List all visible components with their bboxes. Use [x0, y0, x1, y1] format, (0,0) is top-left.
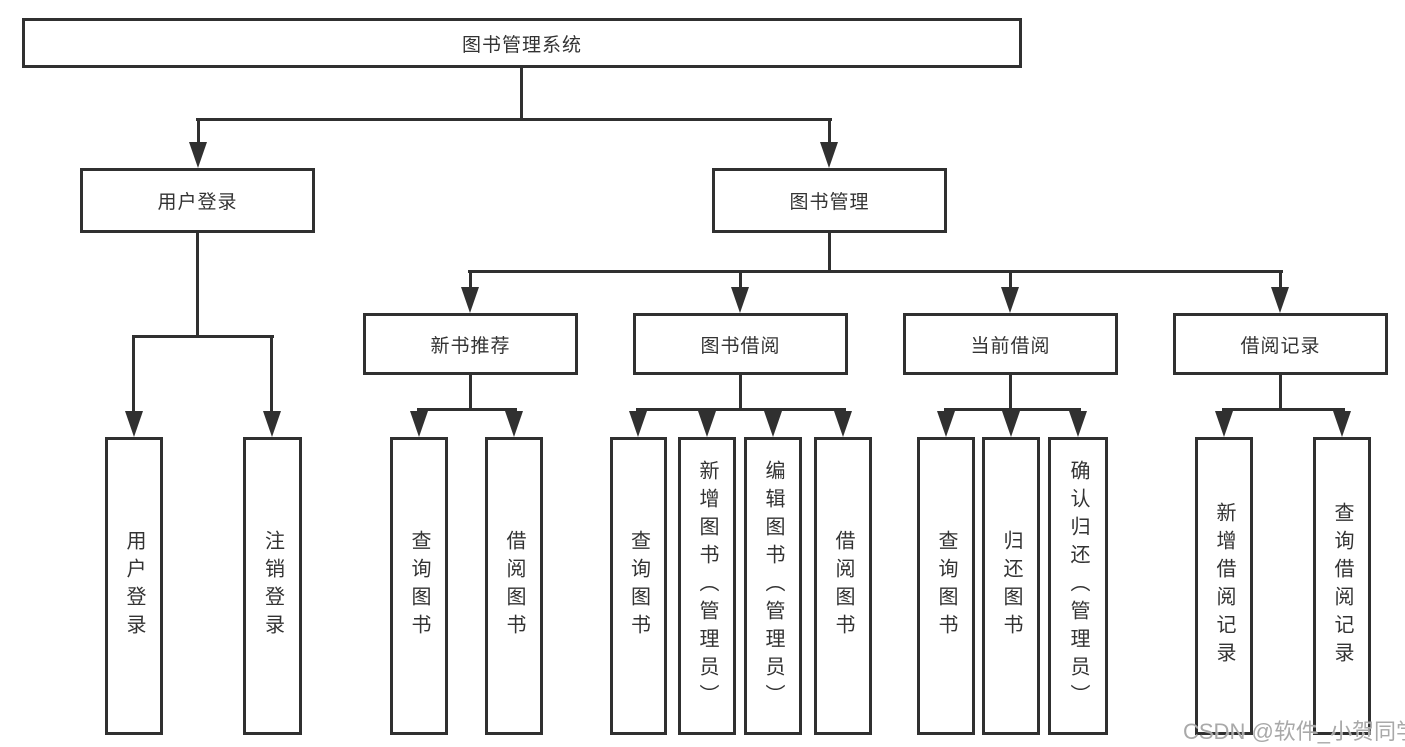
node-current-borrow: 当前借阅 — [903, 313, 1118, 375]
arrow-down-icon — [1001, 287, 1019, 313]
connector-line — [1222, 408, 1345, 411]
node-label: 借阅图书 — [832, 530, 854, 642]
node-label: 编辑图书（管理员） — [762, 460, 784, 712]
node-label: 图书管理 — [789, 192, 870, 213]
arrow-down-icon — [505, 411, 523, 437]
node-leaf-borrow-query-book: 查询图书 — [610, 437, 667, 735]
node-book-borrow: 图书借阅 — [633, 313, 848, 375]
node-leaf-confirm-return-admin: 确认归还（管理员） — [1048, 437, 1108, 735]
node-label: 确认归还（管理员） — [1067, 460, 1089, 712]
connector-line — [196, 233, 199, 338]
connector-line — [944, 408, 1081, 411]
node-label: 借阅记录 — [1240, 335, 1321, 357]
node-label: 查询图书 — [935, 530, 957, 642]
csdn-watermark: CSDN @软件_小贺同学 — [1183, 719, 1405, 744]
node-leaf-add-borrow-record: 新增借阅记录 — [1195, 437, 1253, 735]
arrow-down-icon — [461, 287, 479, 313]
node-leaf-user-login: 用户登录 — [105, 437, 163, 735]
arrow-down-icon — [1002, 411, 1020, 437]
arrow-down-icon — [1271, 287, 1289, 313]
connector-line — [468, 270, 1283, 273]
arrow-down-icon — [263, 411, 281, 437]
connector-line — [197, 118, 200, 146]
node-leaf-borrow-book: 借阅图书 — [814, 437, 872, 735]
node-root-label: 图书管理系统 — [461, 34, 582, 56]
node-leaf-edit-book-admin: 编辑图书（管理员） — [744, 437, 802, 735]
node-label: 借阅图书 — [503, 530, 525, 642]
connector-line — [739, 270, 742, 292]
node-label: 新增借阅记录 — [1213, 502, 1235, 670]
node-leaf-recommend-borrow-book: 借阅图书 — [485, 437, 543, 735]
node-label: 用户登录 — [123, 530, 145, 642]
node-label: 查询借阅记录 — [1331, 502, 1353, 670]
node-leaf-add-book-admin: 新增图书（管理员） — [678, 437, 736, 735]
arrow-down-icon — [189, 142, 207, 168]
arrow-down-icon — [820, 142, 838, 168]
arrow-down-icon — [731, 287, 749, 313]
node-label: 图书借阅 — [700, 335, 781, 357]
arrow-down-icon — [410, 411, 428, 437]
arrow-down-icon — [125, 411, 143, 437]
arrow-down-icon — [834, 411, 852, 437]
node-label: 新书推荐 — [430, 335, 511, 357]
connector-line — [1279, 375, 1282, 411]
node-label: 归还图书 — [1000, 530, 1022, 642]
arrow-down-icon — [1069, 411, 1087, 437]
connector-line — [132, 335, 274, 338]
node-root: 图书管理系统 — [22, 18, 1022, 68]
arrow-down-icon — [764, 411, 782, 437]
node-book-management-branch: 图书管理 — [712, 168, 947, 233]
connector-line — [1279, 270, 1282, 292]
node-label: 注销登录 — [261, 530, 284, 642]
connector-line — [469, 270, 472, 292]
connector-line — [417, 408, 517, 411]
arrow-down-icon — [1215, 411, 1233, 437]
connector-line — [828, 233, 831, 273]
node-new-book-recommend: 新书推荐 — [363, 313, 578, 375]
connector-line — [1009, 375, 1012, 411]
connector-line — [469, 375, 472, 411]
connector-line — [636, 408, 846, 411]
arrow-down-icon — [937, 411, 955, 437]
node-leaf-current-query-book: 查询图书 — [917, 437, 975, 735]
connector-line — [132, 335, 135, 415]
node-leaf-return-book: 归还图书 — [982, 437, 1040, 735]
node-leaf-query-borrow-record: 查询借阅记录 — [1313, 437, 1371, 735]
node-leaf-logout: 注销登录 — [243, 437, 302, 735]
connector-line — [270, 335, 273, 415]
connector-line — [1009, 270, 1012, 292]
node-borrow-records: 借阅记录 — [1173, 313, 1388, 375]
node-leaf-recommend-query-book: 查询图书 — [390, 437, 448, 735]
arrow-down-icon — [1333, 411, 1351, 437]
node-label: 新增图书（管理员） — [696, 460, 718, 712]
node-label: 当前借阅 — [970, 335, 1051, 357]
connector-line — [739, 375, 742, 411]
node-label: 查询图书 — [408, 530, 430, 642]
node-label: 查询图书 — [627, 530, 650, 642]
arrow-down-icon — [629, 411, 647, 437]
arrow-down-icon — [698, 411, 716, 437]
connector-line — [520, 68, 523, 120]
connector-line — [828, 118, 831, 146]
node-user-login-branch: 用户登录 — [80, 168, 315, 233]
node-label: 用户登录 — [157, 192, 238, 213]
connector-line — [196, 118, 832, 121]
